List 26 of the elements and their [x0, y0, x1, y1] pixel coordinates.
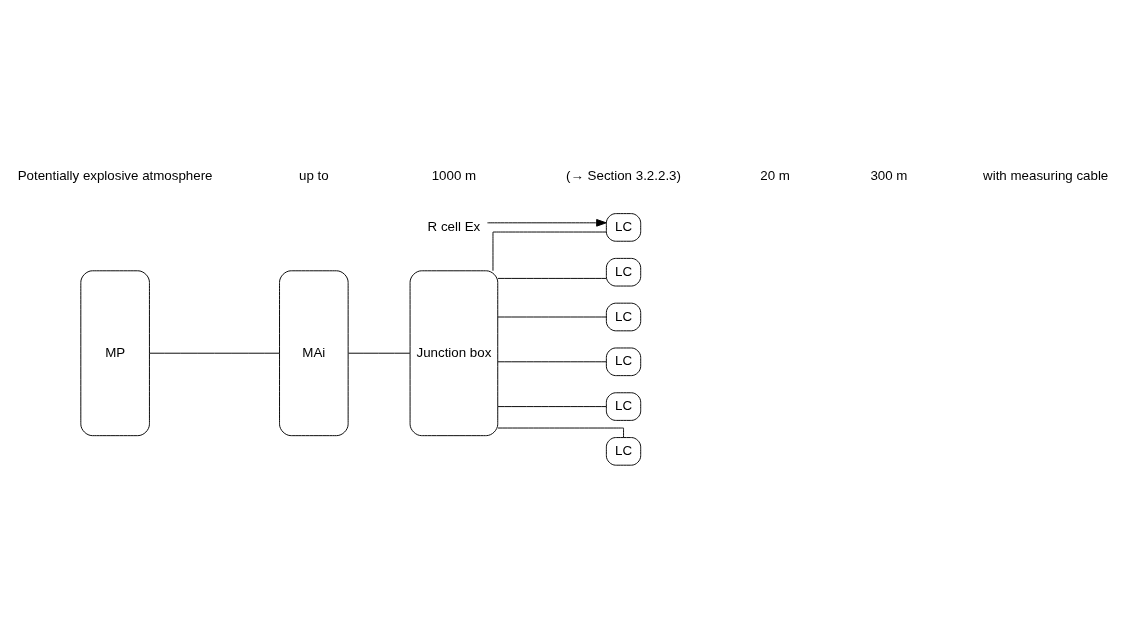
label: 1000 m	[431, 167, 477, 183]
node-box: LC	[605, 392, 642, 421]
node-text: R cell Ex	[427, 218, 481, 234]
node-box: MAi	[279, 270, 349, 437]
label: 20 m	[760, 167, 790, 183]
node-box: MP	[80, 270, 150, 437]
label: up to	[299, 167, 329, 183]
connector	[149, 352, 280, 354]
node-box: LC	[605, 347, 642, 377]
arrow	[486, 219, 607, 227]
node-box: Junction box	[409, 270, 499, 437]
connector	[492, 231, 607, 272]
node-box: LC	[605, 302, 642, 332]
label: 300 m	[870, 167, 908, 183]
label: (→ Section 3.2.2.3)	[566, 167, 681, 183]
connector	[497, 406, 607, 408]
connector	[348, 352, 411, 354]
node-box: LC	[605, 257, 642, 287]
label: Potentially explosive atmosphere	[17, 167, 213, 183]
node-box: LC	[605, 437, 642, 466]
connector	[497, 277, 607, 279]
label: with measuring cable	[983, 167, 1109, 183]
node-box: LC	[605, 213, 642, 242]
connector	[497, 427, 624, 438]
connector	[497, 361, 607, 363]
connector	[497, 316, 607, 318]
